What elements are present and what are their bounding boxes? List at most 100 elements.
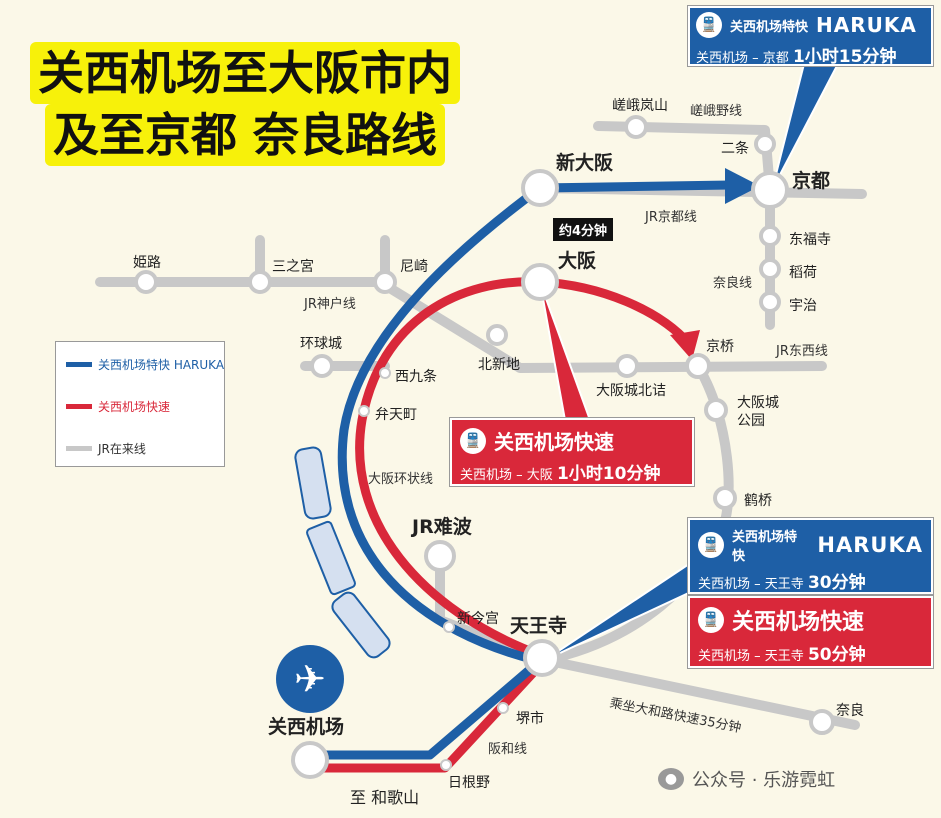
- label-nijo: 二条: [721, 141, 749, 157]
- legend-label-jr: JR在来线: [98, 442, 146, 456]
- station-dot-sakaishi[interactable]: [497, 702, 509, 714]
- haruka-kyoto-box: 🚆 关西机场特快 HARUKA 关西机场 – 京都 1小时15分钟: [688, 6, 933, 67]
- station-dot-shin-imamiya[interactable]: [443, 621, 455, 633]
- legend-swatch-rapid: [66, 404, 92, 409]
- haruka-south-path: [305, 660, 540, 760]
- haruka-tennoji-to: 天王寺: [764, 577, 804, 592]
- legend-swatch-jr: [66, 446, 92, 451]
- haruka-tennoji-header: 🚆 关西机场特快 HARUKA: [698, 526, 923, 564]
- rapid-osaka-box: 🚆 关西机场快速 关西机场 – 大阪 1小时10分钟: [450, 418, 694, 486]
- station-dot-kix[interactable]: [291, 741, 329, 779]
- label-amagasaki: 尼崎: [400, 259, 428, 275]
- haruka-kyoto-name: 关西机场特快: [730, 19, 809, 35]
- haruka-tennoji-name: 关西机场特快: [732, 530, 798, 564]
- watermark: ● 公众号 · 乐游霓虹: [658, 766, 835, 792]
- station-dot-kitashinchi[interactable]: [486, 324, 508, 346]
- label-kansai-airport: 关西机场: [268, 716, 345, 738]
- haruka-kyoto-header: 🚆 关西机场特快 HARUKA: [696, 12, 925, 38]
- label-himeji: 姫路: [133, 255, 161, 271]
- label-tozai-line: JR东西线: [776, 344, 828, 359]
- rapid-osaka-header: 🚆 关西机场快速: [460, 426, 684, 455]
- loop-east-path: [693, 361, 734, 535]
- station-dot-nijo[interactable]: [754, 133, 776, 155]
- label-bentencho: 弁天町: [375, 407, 417, 423]
- label-sannomiya: 三之宮: [272, 259, 314, 275]
- label-kyobashi: 京桥: [706, 339, 734, 355]
- title-line-1: 关西机场至大阪市内: [30, 42, 460, 104]
- legend-label-rapid: 关西机场快速: [98, 400, 171, 414]
- station-dot-universal[interactable]: [310, 354, 334, 378]
- haruka-tennoji-from: 关西机场: [698, 577, 751, 592]
- station-dot-osakajo-kitazume[interactable]: [615, 354, 639, 378]
- label-uji: 宇治: [789, 298, 817, 314]
- train-icon: 🚆: [460, 427, 486, 454]
- haruka-kyoto-brand: HARUKA: [816, 13, 917, 37]
- sagano-line-path: [593, 121, 775, 195]
- station-dot-tofukuji[interactable]: [759, 225, 781, 247]
- legend-swatch-haruka: [66, 362, 92, 367]
- rapid-tennoji-dash: –: [754, 649, 761, 664]
- label-osakajo-kitazume: 大阪城北诘: [596, 383, 666, 399]
- label-nishikujo: 西九条: [395, 369, 437, 385]
- label-shin-imamiya: 新今宫: [457, 611, 499, 627]
- title-line-2: 及至京都 奈良路线: [44, 104, 445, 166]
- station-dot-amagasaki[interactable]: [373, 270, 397, 294]
- label-jr-namba: JR难波: [412, 516, 472, 538]
- rapid-tennoji-route: 关西机场 – 天王寺 50分钟: [698, 640, 923, 665]
- haruka-kyoto-dash: –: [752, 51, 759, 66]
- station-dot-kyoto[interactable]: [751, 171, 789, 209]
- haruka-kyoto-from: 关西机场: [696, 51, 749, 66]
- station-dot-shin-osaka[interactable]: [521, 169, 559, 207]
- station-dot-namba[interactable]: [424, 540, 456, 572]
- rapid-loop-path: [355, 277, 545, 660]
- station-dot-hineno[interactable]: [440, 759, 452, 771]
- station-dot-uji[interactable]: [759, 291, 781, 313]
- haruka-kyoto-to: 京都: [762, 51, 789, 66]
- label-hanwa-line: 阪和线: [488, 742, 528, 757]
- haruka-tennoji-time: 30分钟: [807, 573, 866, 593]
- station-dot-tsuruhashi[interactable]: [713, 486, 737, 510]
- station-dot-sannomiya[interactable]: [248, 270, 272, 294]
- map-legend: 关西机场特快 HARUKA 关西机场快速 JR在来线: [55, 341, 225, 467]
- rapid-tennoji-name: 关西机场快速: [732, 610, 865, 635]
- legend-item-jr: JR在来线: [66, 440, 146, 457]
- label-nara-line: 奈良线: [713, 276, 753, 291]
- station-dot-tennoji[interactable]: [523, 639, 561, 677]
- rapid-kyobashi-path: [535, 277, 695, 350]
- airplane-icon: ✈: [276, 645, 344, 713]
- haruka-tennoji-route: 关西机场 – 天王寺 30分钟: [698, 568, 923, 593]
- station-dot-himeji[interactable]: [134, 270, 158, 294]
- rapid-arrow-icon: [670, 330, 700, 360]
- kobe-line-path: [95, 277, 827, 373]
- station-dot-kyobashi[interactable]: [685, 353, 711, 379]
- station-dot-osakajo-koen[interactable]: [704, 398, 728, 422]
- haruka-main-path: [337, 183, 545, 665]
- rapid-osaka-name: 关西机场快速: [494, 430, 614, 454]
- label-kyoto: 京都: [792, 170, 831, 192]
- haruka-tennoji-box: 🚆 关西机场特快 HARUKA 关西机场 – 天王寺 30分钟: [688, 518, 933, 594]
- tennoji-callout-pointer: [544, 558, 696, 661]
- label-kitashinchi: 北新地: [478, 357, 520, 373]
- rapid-osaka-to: 大阪: [526, 468, 553, 483]
- station-dot-saga[interactable]: [624, 115, 648, 139]
- station-dot-inari[interactable]: [759, 258, 781, 280]
- rapid-tennoji-to: 天王寺: [764, 649, 804, 664]
- haruka-kyoto-time: 1小时15分钟: [792, 47, 897, 67]
- station-dot-nara[interactable]: [809, 709, 835, 735]
- haruka-kyoto-path: [535, 180, 735, 193]
- haruka-kyoto-route: 关西机场 – 京都 1小时15分钟: [696, 42, 925, 67]
- label-sakaishi: 堺市: [516, 711, 544, 727]
- station-dot-osaka[interactable]: [521, 263, 559, 301]
- station-dot-bentencho[interactable]: [358, 405, 370, 417]
- label-osakajo-koen: 大阪城 公园: [737, 395, 779, 429]
- label-osaka: 大阪: [558, 250, 597, 272]
- train-icon: 🚆: [698, 532, 724, 558]
- haruka-tennoji-dash: –: [754, 577, 761, 592]
- label-saga-arashiyama: 嵯峨岚山: [612, 98, 668, 114]
- label-loop-line: 大阪环状线: [368, 472, 434, 487]
- osaka-callout-pointer: [539, 281, 592, 421]
- rapid-tennoji-from: 关西机场: [698, 649, 751, 664]
- station-dot-nishikujo[interactable]: [379, 367, 391, 379]
- label-shin-osaka: 新大阪: [556, 152, 614, 174]
